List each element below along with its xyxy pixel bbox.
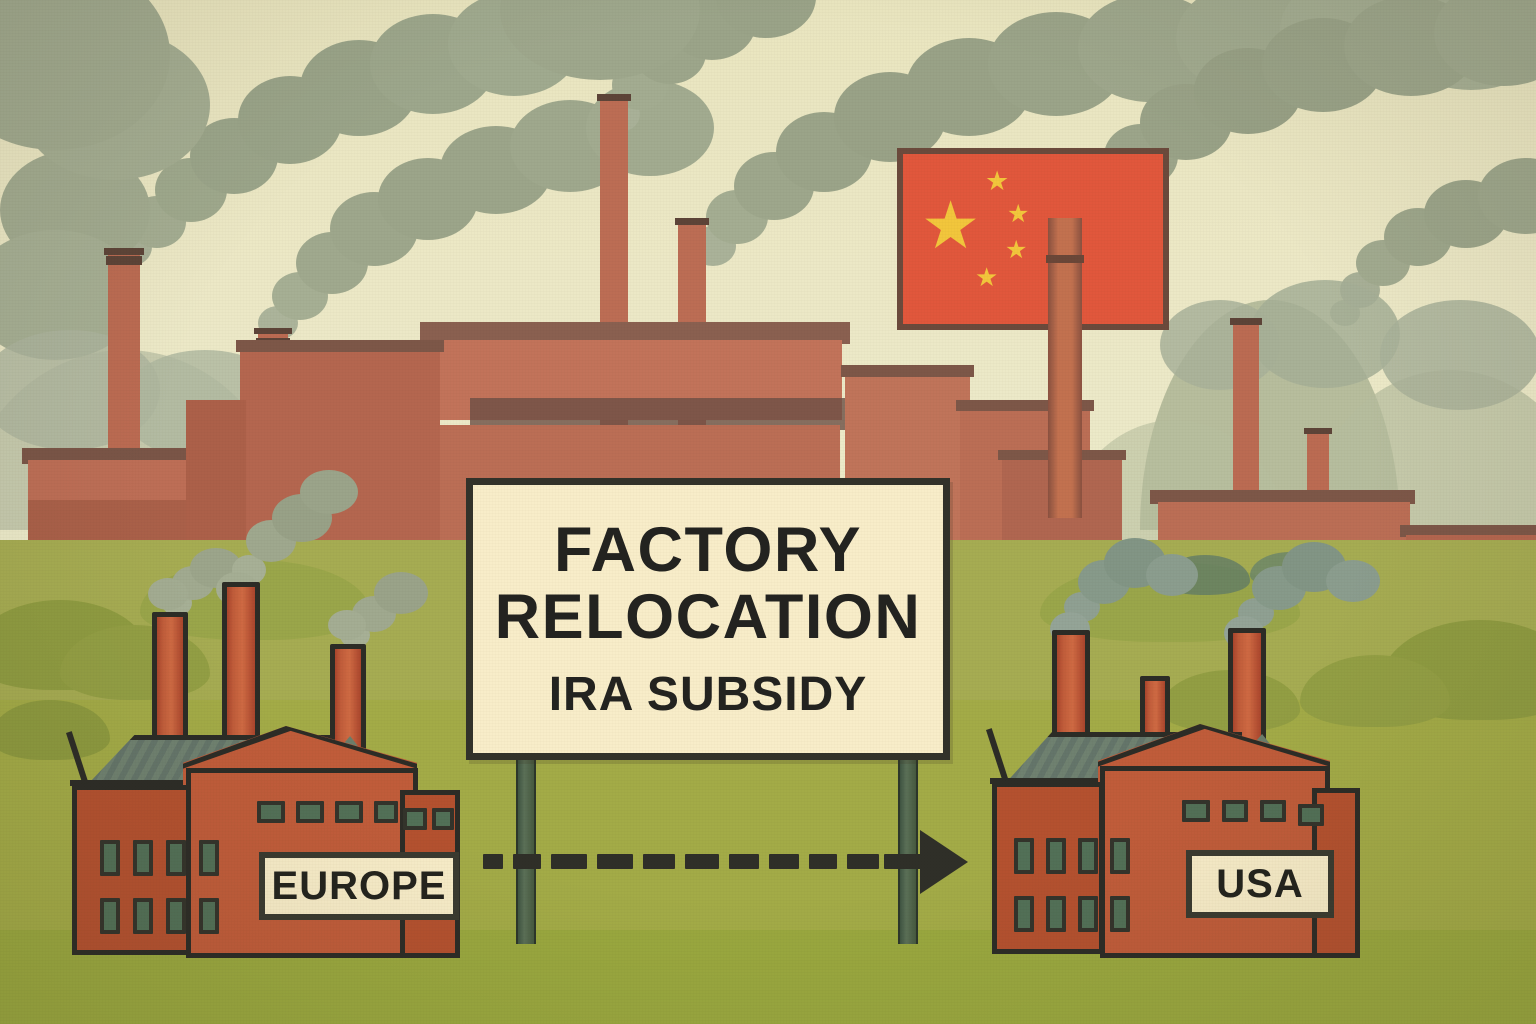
europe-window-side-3 (166, 840, 186, 876)
usa-label: USA (1216, 861, 1304, 906)
europe-window-side-7 (166, 898, 186, 934)
usa-window-front-4 (1298, 804, 1324, 826)
sign-post-left (516, 752, 536, 944)
arrow-dash-6 (685, 854, 719, 869)
sign-line-1: FACTORY (553, 515, 863, 585)
usa-window-side-5 (1014, 896, 1034, 932)
usa-window-front-1 (1182, 800, 1210, 822)
bg-chimney-center2-cap (675, 218, 709, 225)
sign-line-3: IRA SUBSIDY (548, 668, 868, 721)
europe-window-side-4 (199, 840, 219, 876)
arrow-dash-8 (769, 854, 799, 869)
europe-window-front-4 (374, 801, 398, 823)
bg-chimney-center-cap (597, 94, 631, 101)
europe-window-front-3 (335, 801, 363, 823)
europe-label: EUROPE (271, 863, 447, 908)
europe-window-side-6 (133, 898, 153, 934)
flag-star-large: ★ (921, 188, 981, 262)
bg-annex-left-roof (236, 340, 444, 352)
bg-hall-roof (420, 322, 850, 344)
bg-annex-left-wing (186, 400, 246, 562)
arrow-dash-9 (809, 854, 837, 869)
flag-star-small-4: ★ (975, 262, 999, 292)
bg-chimney-right-1-cap (1230, 318, 1262, 325)
flag-star-small-2: ★ (1007, 200, 1030, 228)
bg-chimney-flag-band (1046, 255, 1084, 263)
bg-chimney-flag-front (1048, 218, 1082, 518)
flag-star-small-1: ★ (985, 166, 1010, 196)
bg-hall-sawtooth (470, 398, 850, 430)
bg-annex-left (240, 345, 440, 560)
arrow-dash-7 (729, 854, 759, 869)
europe-sign-plate: EUROPE (259, 852, 459, 920)
europe-window-front-1 (257, 801, 285, 823)
arrow-head-icon (920, 830, 968, 894)
bush-right-2 (1300, 655, 1450, 727)
europe-window-front-5 (403, 808, 427, 830)
bg-building-right-roof (1150, 490, 1415, 504)
europe-window-front-2 (296, 801, 324, 823)
usa-window-side-6 (1046, 896, 1066, 932)
usa-window-front-2 (1222, 800, 1248, 822)
europe-window-side-5 (100, 898, 120, 934)
usa-window-side-3 (1078, 838, 1098, 874)
arrow-dash-10 (847, 854, 879, 869)
europe-window-side-1 (100, 840, 120, 876)
usa-window-side-8 (1110, 896, 1130, 932)
bg-chimney-1-cap (104, 248, 144, 255)
arrow-dash-1 (483, 854, 503, 869)
bg-chimney-right-2-cap (1304, 428, 1332, 434)
bg-annex-right-2-roof (956, 400, 1094, 411)
arrow-dash-13 (884, 854, 908, 869)
arrow-dash-4 (597, 854, 633, 869)
bg-annex-right-1-roof (841, 365, 974, 377)
arrow-dash-2 (513, 854, 541, 869)
usa-sign-plate: USA (1186, 850, 1334, 918)
europe-window-front-6 (432, 808, 454, 830)
europe-window-side-2 (133, 840, 153, 876)
bush-left-3 (0, 700, 110, 760)
bg-chimney-1-band (106, 256, 142, 265)
sign-line-2: RELOCATION (494, 582, 922, 652)
chinese-flag: ★ ★ ★ ★ ★ (897, 148, 1169, 330)
usa-window-side-4 (1110, 838, 1130, 874)
usa-window-side-2 (1046, 838, 1066, 874)
flag-star-small-3: ★ (1005, 236, 1028, 264)
arrow-dash-3 (551, 854, 587, 869)
europe-window-side-8 (199, 898, 219, 934)
usa-window-side-1 (1014, 838, 1034, 874)
sign-post-right (898, 752, 918, 944)
usa-window-side-7 (1078, 896, 1098, 932)
bg-building-farright-roof (1400, 525, 1536, 537)
usa-window-front-3 (1260, 800, 1286, 822)
bg-chimney-2-cap (254, 328, 292, 334)
factory-relocation-sign: FACTORY RELOCATION IRA SUBSIDY (466, 478, 950, 760)
arrow-dash-5 (643, 854, 675, 869)
